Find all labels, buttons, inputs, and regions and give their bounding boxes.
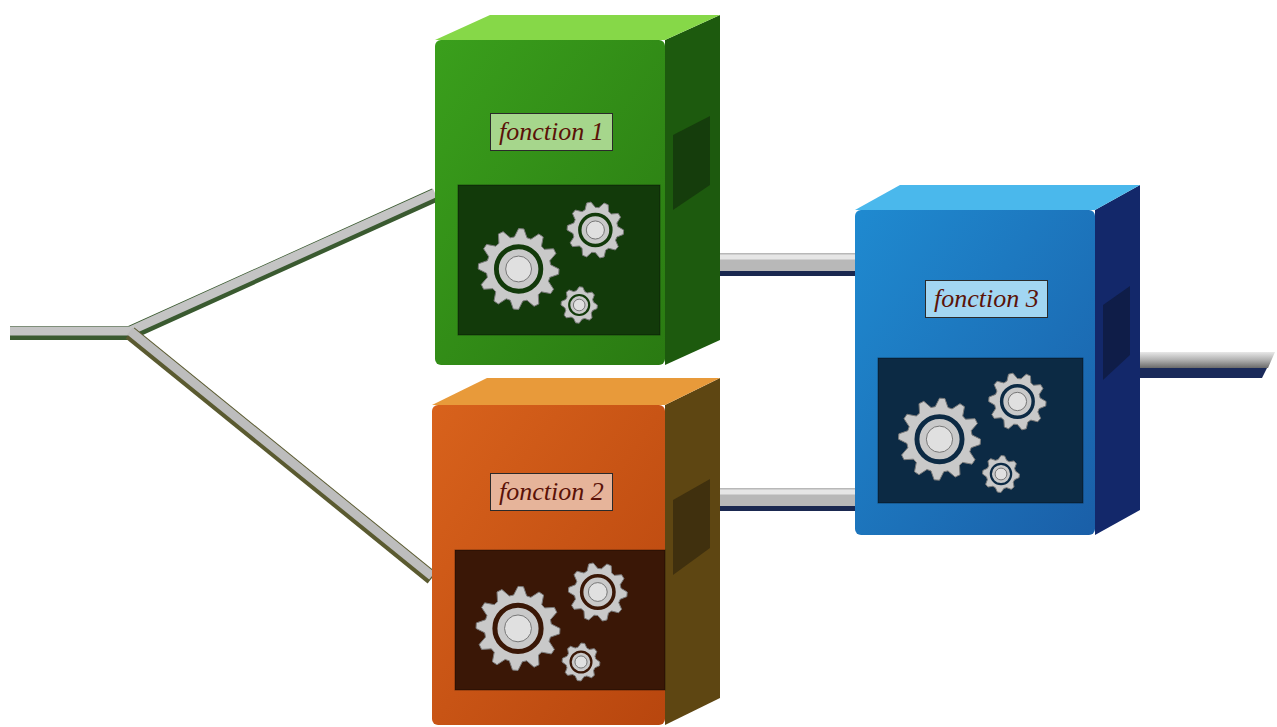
gear-hub: [995, 468, 1007, 480]
gear: [562, 643, 600, 681]
gear-hub: [573, 299, 585, 311]
gear: [983, 456, 1020, 493]
gear: [561, 287, 597, 323]
function-box: fonction 1: [435, 15, 720, 365]
gear-hub: [586, 221, 604, 239]
gear-hub: [575, 656, 587, 668]
gear-hub: [1008, 392, 1026, 410]
side-opening: [673, 479, 710, 575]
side-opening: [1103, 286, 1130, 380]
connector-bar: [720, 253, 855, 271]
gear-hub: [506, 256, 532, 282]
gear: [989, 373, 1046, 430]
gear: [899, 398, 981, 480]
cube-top: [855, 185, 1140, 210]
side-opening: [673, 116, 710, 210]
function-cube: [432, 378, 720, 725]
gear-hub: [926, 426, 952, 452]
gear-ring: [580, 214, 611, 245]
cube-front: [855, 210, 1095, 535]
gear-ring: [571, 652, 592, 673]
function-cube: [855, 185, 1140, 535]
gear: [567, 202, 624, 258]
gear-hub: [588, 583, 607, 602]
gear-ring: [582, 576, 614, 608]
cube-top: [435, 15, 720, 40]
gear: [478, 229, 559, 310]
connector-bar: [720, 488, 855, 506]
gear-ring: [495, 605, 541, 651]
gear-ring: [1002, 386, 1034, 418]
function-cube: [435, 15, 720, 365]
cube-front: [432, 405, 665, 725]
function-label: fonction 3: [925, 280, 1048, 318]
function-box: fonction 2: [432, 378, 720, 725]
cube-side: [1095, 185, 1140, 535]
connector-shadow: [720, 495, 855, 511]
cube-top: [432, 378, 720, 405]
gear-window: [878, 358, 1083, 503]
gear-hub: [505, 615, 532, 642]
connector-shadow: [720, 260, 855, 276]
gear: [568, 563, 627, 621]
function-label: fonction 1: [490, 113, 613, 151]
gear: [476, 586, 560, 670]
gear-ring: [496, 247, 540, 291]
gear-window: [458, 185, 660, 335]
input-bar: [10, 193, 435, 578]
connector-highlight: [720, 255, 855, 260]
function-label: fonction 2: [490, 473, 613, 511]
gear-ring: [991, 464, 1011, 484]
gear-ring: [917, 417, 962, 462]
gear-ring: [569, 295, 589, 315]
cube-side: [665, 378, 720, 725]
function-box: fonction 3: [855, 185, 1140, 535]
gear-window: [455, 550, 665, 690]
cube-front: [435, 40, 665, 365]
connector-highlight: [720, 490, 855, 495]
cube-side: [665, 15, 720, 365]
